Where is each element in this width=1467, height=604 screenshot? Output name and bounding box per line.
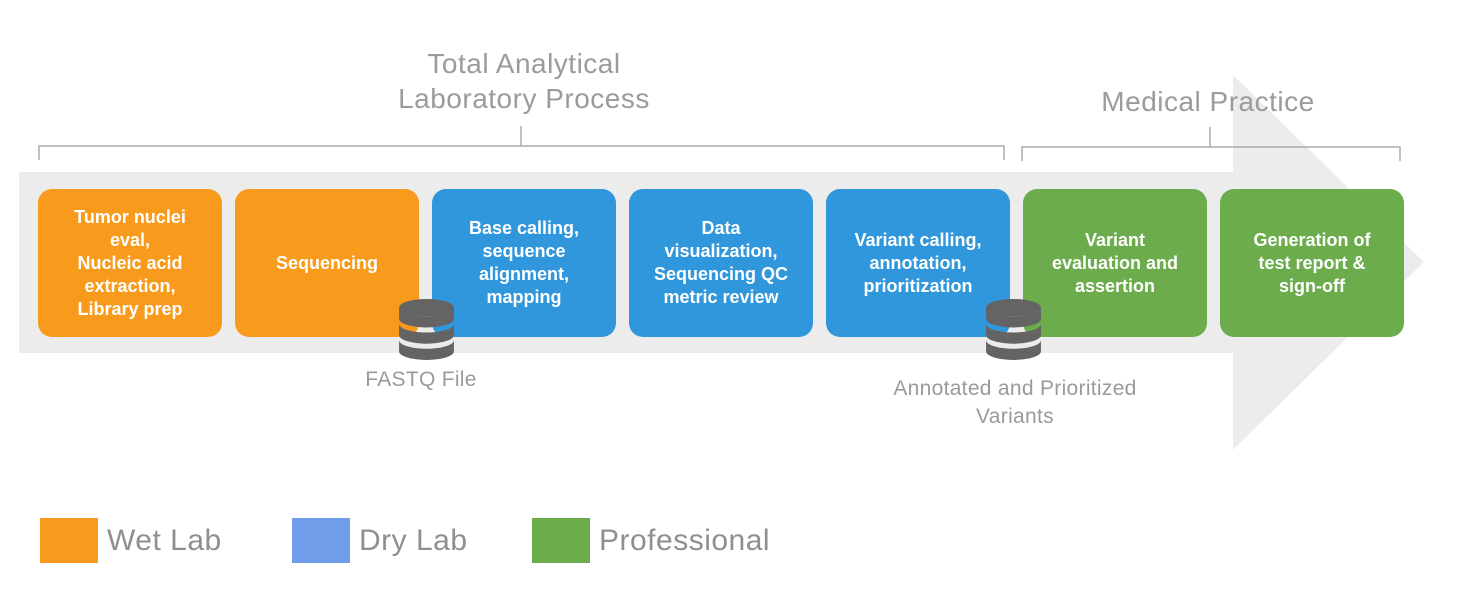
stage-sample-prep: Tumor nuclei eval, Nucleic acid extracti… — [38, 189, 222, 337]
legend-label-professional: Professional — [599, 523, 771, 557]
title-lab-process: Total Analytical Laboratory Process — [398, 48, 650, 114]
stage-variant-evaluation: Variant evaluation and assertion — [1023, 189, 1207, 337]
stage-sequencing: Sequencing — [235, 189, 419, 337]
stage-data-visualization: Data visualization, Sequencing QC metric… — [629, 189, 813, 337]
database-icon-variants — [986, 299, 1041, 360]
legend-item-dry-lab: Dry Lab — [292, 518, 468, 563]
bracket-medical-practice — [1021, 127, 1401, 161]
stage-base-calling: Base calling, sequence alignment, mappin… — [432, 189, 616, 337]
legend-label-wet-lab: Wet Lab — [107, 523, 222, 557]
legend-item-professional: Professional — [532, 518, 770, 563]
process-stages: Tumor nuclei eval, Nucleic acid extracti… — [38, 189, 1404, 337]
stage-report-generation: Generation of test report & sign-off — [1220, 189, 1404, 337]
bracket-lab-process — [38, 126, 1005, 160]
legend-label-dry-lab: Dry Lab — [359, 523, 468, 557]
legend-swatch-dry-lab — [292, 518, 350, 563]
legend-swatch-wet-lab — [40, 518, 98, 563]
database-icon-fastq — [399, 299, 454, 360]
legend-swatch-professional — [532, 518, 590, 563]
label-fastq-file: FASTQ File — [365, 368, 477, 391]
title-medical-practice: Medical Practice — [1101, 86, 1315, 117]
legend-item-wet-lab: Wet Lab — [40, 518, 222, 563]
stage-variant-calling: Variant calling, annotation, prioritizat… — [826, 189, 1010, 337]
label-annotated-variants: Annotated and Prioritized Variants — [893, 377, 1137, 428]
